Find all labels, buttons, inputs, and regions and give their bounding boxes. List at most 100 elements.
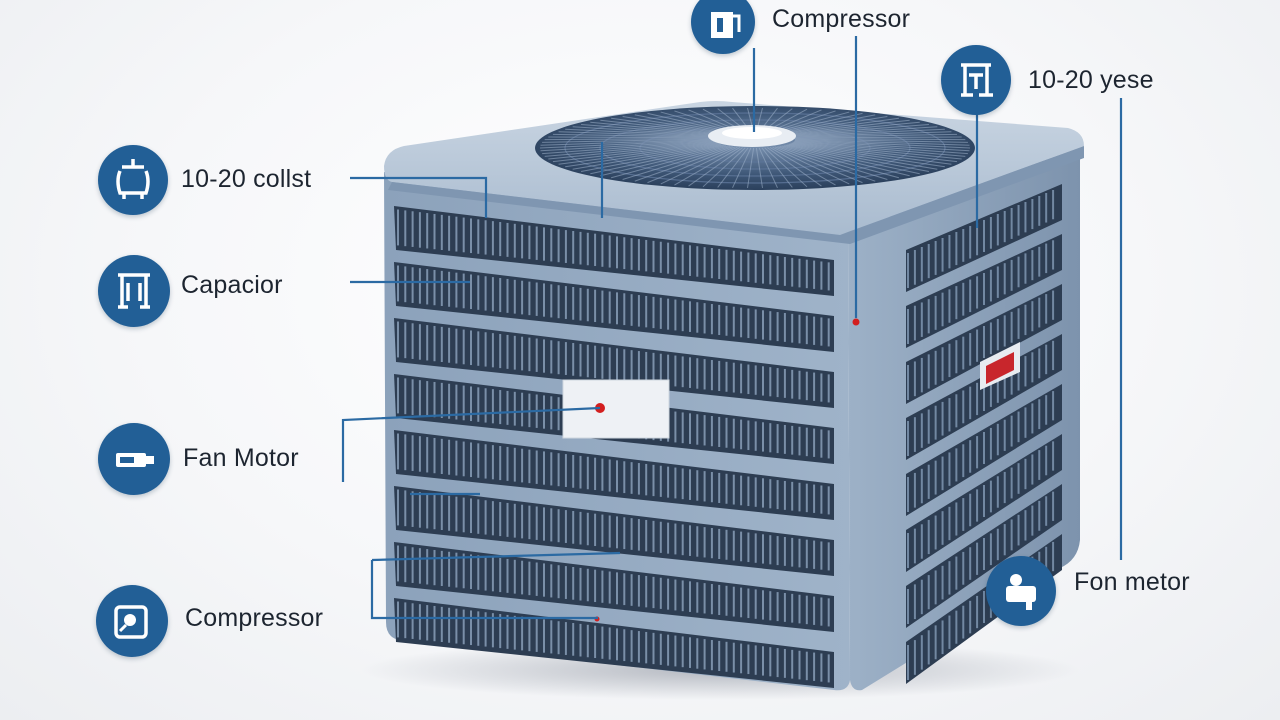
badge-fan-motor-left xyxy=(98,423,170,495)
fan-spoke xyxy=(548,136,717,139)
fan-spoke xyxy=(688,147,743,187)
label-fan-motor-left: Fan Motor xyxy=(183,444,299,472)
coil-icon xyxy=(116,159,150,199)
leader-lines xyxy=(341,36,1123,620)
fan-spoke xyxy=(622,145,731,180)
fan-spoke xyxy=(794,140,970,152)
fan-spoke xyxy=(785,144,920,175)
fan-spoke xyxy=(793,136,962,139)
fan-spoke xyxy=(600,145,727,177)
fan-spoke xyxy=(732,147,752,188)
fan-spoke xyxy=(717,147,749,188)
fan-spoke xyxy=(539,139,716,149)
label-capacitor: Capacior xyxy=(181,271,283,299)
fan-spoke xyxy=(764,147,808,188)
louver-row xyxy=(394,542,834,632)
louver-row xyxy=(394,598,834,688)
fan-spoke xyxy=(544,137,716,141)
label-compressor-top: Compressor xyxy=(772,5,911,33)
fan-spoke xyxy=(572,126,722,137)
fan-spoke xyxy=(769,146,836,186)
fan-spoke xyxy=(792,142,958,163)
fan-spoke xyxy=(761,147,793,188)
fan-spoke xyxy=(794,138,968,143)
fan-spoke xyxy=(590,144,725,175)
fan-spoke xyxy=(783,145,910,177)
fan-spoke xyxy=(779,115,888,135)
label-coils: 10-20 collst xyxy=(181,165,312,193)
fan-spoke xyxy=(794,137,966,141)
fan-spoke xyxy=(781,117,899,135)
fan-spoke xyxy=(792,133,958,138)
fan-spoke xyxy=(622,115,731,135)
fan-spoke xyxy=(788,126,938,137)
fan-spoke xyxy=(540,138,716,146)
fan-spoke xyxy=(772,146,850,185)
fan-spoke xyxy=(552,142,718,163)
fan-spoke xyxy=(787,144,930,173)
louver-row xyxy=(394,430,834,520)
badge-compressor-top xyxy=(691,0,755,54)
label-fan-motor-right: Fon metor xyxy=(1074,568,1190,596)
fan-spoke xyxy=(611,145,729,179)
fan-spoke xyxy=(787,123,929,136)
fan-spoke xyxy=(791,131,952,138)
fan-spoke xyxy=(774,146,863,184)
fan-spoke xyxy=(581,123,723,136)
fan-spoke xyxy=(794,138,970,146)
fan-spoke xyxy=(558,142,719,165)
fan-motor-icon xyxy=(1006,574,1036,610)
fan-spoke xyxy=(794,139,971,149)
fan-spoke xyxy=(777,114,876,134)
leader-compressor-bottom xyxy=(370,560,598,620)
leader-coils xyxy=(350,176,488,218)
fan-spoke xyxy=(755,147,763,189)
fan-spoke xyxy=(542,140,716,155)
louver-row xyxy=(394,486,834,576)
label-compressor-bottom: Compressor xyxy=(185,604,324,632)
fan-spoke xyxy=(794,140,968,155)
fan-spoke xyxy=(565,128,720,137)
fan-spoke xyxy=(611,117,729,135)
fan-spoke xyxy=(777,146,876,182)
badge-coils xyxy=(98,145,168,215)
marker-dot xyxy=(852,318,860,326)
fan-spoke xyxy=(552,133,718,138)
fan-spoke xyxy=(767,147,822,187)
fan-spoke xyxy=(779,145,888,180)
leader-compressor-bottom-2 xyxy=(371,551,621,562)
fan-spoke xyxy=(674,146,741,186)
fan-spoke xyxy=(600,119,727,135)
fan-spoke xyxy=(572,143,722,170)
fan-spoke xyxy=(540,140,716,152)
fan-spoke xyxy=(544,141,716,157)
fan-spoke xyxy=(558,131,719,138)
fan-spoke xyxy=(634,146,733,182)
badge-capacitor xyxy=(98,255,170,327)
fan-spoke xyxy=(790,143,945,168)
louver-row xyxy=(394,206,834,296)
fan-spoke xyxy=(702,147,746,188)
fan-spoke xyxy=(647,146,736,184)
fan-spoke xyxy=(565,143,720,168)
badge-fan-motor-right xyxy=(986,556,1056,626)
fan-motor-icon xyxy=(116,453,154,467)
fan-spoke xyxy=(791,142,952,165)
fan-spoke xyxy=(794,141,966,157)
fan-spokes xyxy=(539,107,971,189)
fan-spoke xyxy=(747,147,755,189)
side-louvers xyxy=(906,184,1062,684)
fan-spoke xyxy=(793,141,962,160)
fan-spoke xyxy=(660,146,738,185)
compressor-icon xyxy=(711,12,741,38)
capacitor-icon xyxy=(118,273,150,309)
fan-spoke xyxy=(580,144,723,173)
fan-spoke xyxy=(788,143,938,170)
fan-spoke xyxy=(790,128,945,137)
fan-spoke xyxy=(785,121,920,136)
fan-spoke xyxy=(783,119,910,135)
badge-years xyxy=(941,45,1011,115)
fan-spoke xyxy=(590,121,725,136)
